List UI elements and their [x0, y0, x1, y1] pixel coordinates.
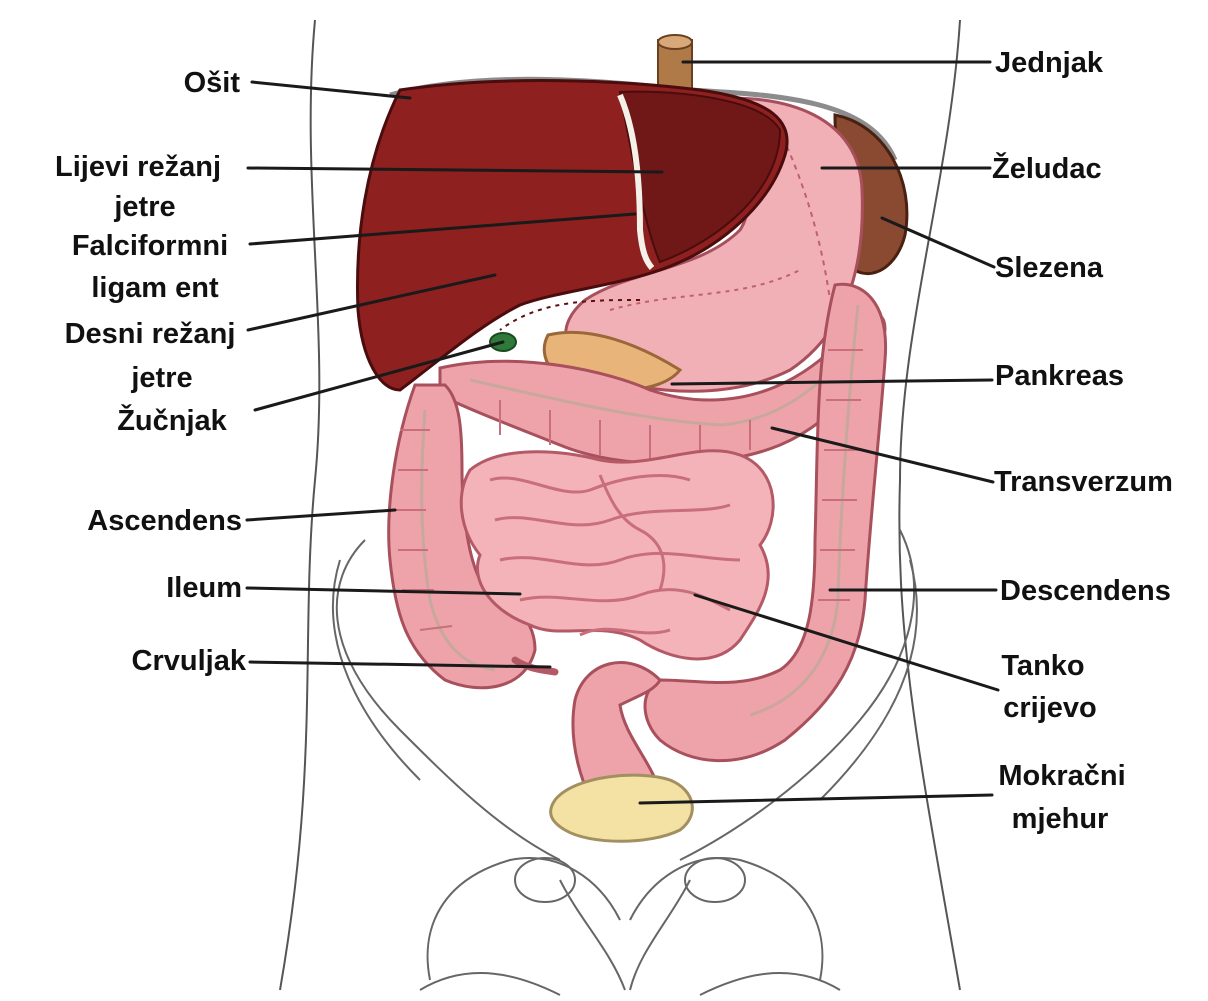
label-falciformni-line1: Falciformni: [72, 230, 228, 262]
label-zeludac: Želudac: [992, 151, 1102, 185]
leader-mokracni-mjehur: [640, 795, 992, 803]
labels-left: Ošit Lijevi režanj jetre Falciformni lig…: [55, 67, 247, 677]
label-desni-rezanj-line1: Desni režanj: [65, 318, 236, 350]
label-mokracni-line1: Mokračni: [998, 760, 1125, 792]
label-tanko-crijevo-line1: Tanko: [1001, 650, 1084, 682]
label-osit: Ošit: [184, 67, 241, 99]
label-pankreas: Pankreas: [995, 360, 1124, 392]
labels-right: Jednjak Želudac Slezena Pankreas Transve…: [992, 47, 1173, 835]
leader-osit: [252, 82, 410, 98]
label-desni-rezanj-line2: jetre: [130, 362, 192, 394]
label-descendens: Descendens: [1000, 575, 1171, 607]
label-slezena: Slezena: [995, 252, 1104, 284]
label-ascendens: Ascendens: [87, 505, 242, 537]
label-zucnjak: Žučnjak: [117, 403, 227, 437]
label-falciformni-line2: ligam ent: [91, 272, 219, 304]
label-tanko-crijevo-line2: crijevo: [1003, 692, 1097, 724]
label-mokracni-line2: mjehur: [1012, 803, 1109, 835]
urinary-bladder: [551, 775, 693, 841]
label-lijevi-rezanj-line2: jetre: [113, 191, 175, 223]
label-transverzum: Transverzum: [994, 466, 1173, 498]
leader-transverzum: [772, 428, 993, 482]
label-jednjak: Jednjak: [995, 47, 1104, 79]
label-crvuljak: Crvuljak: [132, 645, 247, 677]
leader-ascendens: [247, 510, 395, 520]
label-ileum: Ileum: [166, 572, 242, 604]
label-lijevi-rezanj-line1: Lijevi režanj: [55, 151, 221, 183]
